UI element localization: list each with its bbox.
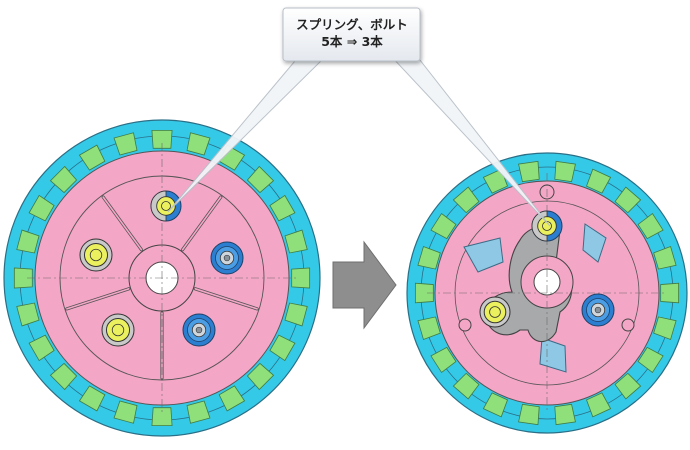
green-tooth	[586, 392, 612, 418]
green-tooth	[430, 213, 457, 240]
clutch-assembly-before	[3, 119, 321, 437]
clutch-teeth	[13, 129, 311, 427]
green-tooth	[28, 194, 55, 222]
spring-bolts	[79, 190, 244, 347]
green-tooth	[16, 229, 40, 254]
green-tooth	[414, 282, 434, 304]
green-tooth	[151, 129, 173, 149]
bolt-head	[489, 306, 501, 318]
bolt-yellow	[105, 317, 131, 343]
clutch-assembly-after	[406, 152, 688, 434]
green-tooth	[151, 407, 173, 427]
green-tooth	[614, 186, 642, 214]
bolt-yellow	[156, 196, 176, 216]
green-tooth	[269, 194, 296, 222]
bolt-head	[89, 248, 103, 262]
callout-box	[282, 7, 421, 62]
green-tooth	[186, 400, 211, 424]
green-tooth	[78, 385, 106, 412]
rib-inner	[181, 196, 222, 251]
bolt-head	[111, 323, 125, 337]
green-tooth	[660, 282, 680, 304]
green-tooth	[78, 144, 106, 171]
green-tooth	[218, 385, 246, 412]
pin-hole	[621, 318, 635, 332]
plate-window	[582, 223, 607, 263]
green-tooth	[246, 165, 275, 194]
green-tooth	[186, 132, 211, 156]
green-tooth	[49, 165, 78, 194]
bolt-yellow	[537, 216, 557, 236]
clutch-teeth	[414, 160, 680, 426]
green-tooth	[113, 400, 138, 424]
green-tooth	[417, 245, 441, 270]
green-tooth	[49, 362, 78, 391]
green-tooth	[614, 372, 642, 400]
green-tooth	[452, 372, 480, 400]
green-tooth	[16, 302, 40, 327]
green-tooth	[518, 160, 540, 183]
bolt-socket	[594, 306, 602, 314]
centerlines	[27, 143, 297, 413]
right-arrow-icon	[332, 240, 397, 330]
bolt-yellow	[83, 242, 109, 268]
rib-inner	[194, 288, 258, 310]
green-tooth	[653, 245, 677, 270]
green-tooth	[518, 403, 540, 426]
green-tooth	[586, 168, 612, 194]
callout-line-1: スプリング、ボルト	[296, 17, 408, 32]
pin-hole	[458, 318, 472, 332]
green-tooth	[291, 267, 311, 289]
green-tooth	[430, 346, 457, 373]
bolt-yellow	[483, 300, 507, 324]
rib-inner	[66, 288, 130, 310]
green-tooth	[653, 316, 677, 341]
green-tooth	[284, 229, 308, 254]
rib-inner	[102, 196, 143, 251]
spring-bolts	[479, 210, 615, 328]
green-tooth	[637, 346, 664, 373]
green-tooth	[28, 334, 55, 362]
green-tooth	[554, 403, 576, 426]
green-tooth	[269, 334, 296, 362]
green-tooth	[113, 132, 138, 156]
green-tooth	[554, 160, 576, 183]
green-tooth	[452, 186, 480, 214]
green-tooth	[13, 267, 33, 289]
plate-window	[539, 337, 567, 373]
green-tooth	[246, 362, 275, 391]
green-tooth	[637, 213, 664, 240]
bolt-socket	[223, 254, 231, 262]
green-tooth	[482, 392, 508, 418]
bolt-socket	[195, 326, 203, 334]
bolt-head	[161, 201, 171, 211]
callout-line-2: 5本 ⇒ 3本	[321, 34, 383, 49]
plate-window	[463, 237, 504, 273]
green-tooth	[284, 302, 308, 327]
callout: スプリング、ボルト 5本 ⇒ 3本	[167, 7, 551, 227]
green-tooth	[417, 316, 441, 341]
